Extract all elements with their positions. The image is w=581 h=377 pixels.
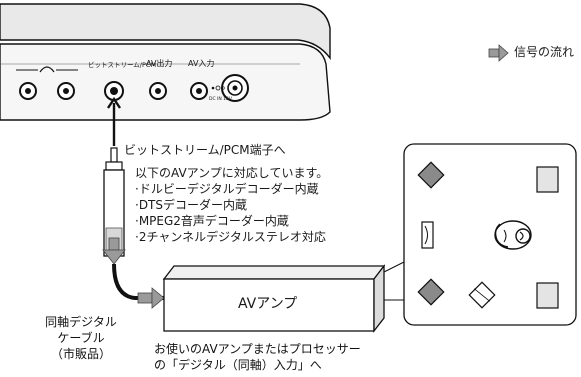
dc-polarity-icon	[211, 85, 225, 91]
dc-in-label: DC IN 12V	[209, 97, 232, 102]
cable-label: 同軸デジタル ケーブル （市販品）	[33, 314, 129, 362]
listener-icon	[494, 220, 532, 250]
support-item: ·DTSデコーダー内蔵	[135, 198, 248, 212]
cable-label-line: 同軸デジタル	[45, 315, 117, 329]
front-right-speaker	[536, 166, 559, 193]
front-left-speaker	[417, 161, 445, 189]
support-item: ·MPEG2音声デコーダー内蔵	[135, 214, 289, 228]
support-text: 以下のAVアンプに対応しています。 ·ドルビーデジタルデコーダー内蔵 ·DTSデ…	[135, 165, 328, 245]
bitstream-pcm-jack	[104, 81, 124, 101]
note-line: の「デジタル（同軸）入力」へ	[154, 358, 322, 372]
rear-right-speaker	[536, 282, 559, 309]
rear-left-speaker	[417, 278, 445, 306]
signal-arrow-down-icon	[102, 237, 126, 265]
av-in-jack	[190, 82, 208, 100]
legend-label: 信号の流れ	[514, 45, 575, 59]
headphone-icon	[16, 66, 78, 73]
support-item: ·2チャンネルデジタルステレオ対応	[135, 230, 326, 244]
note-line: お使いのAVアンプまたはプロセッサー	[154, 342, 361, 356]
coaxial-cable	[112, 263, 180, 300]
speaker-layout-room	[403, 143, 577, 326]
cable-label-line: ケーブル	[57, 331, 105, 345]
av-amplifier	[162, 264, 386, 333]
headphone-jack	[19, 82, 37, 100]
bitstream-pcm-label: ビットストリーム/PCM	[88, 61, 157, 69]
signal-flow-arrow-icon	[488, 44, 509, 62]
support-heading: 以下のAVアンプに対応しています。	[135, 166, 329, 180]
amp-input-note: お使いのAVアンプまたはプロセッサー の「デジタル（同軸）入力」へ	[154, 341, 361, 373]
av-out-jack	[149, 82, 167, 100]
signal-arrow-right-icon	[137, 287, 165, 309]
av-in-label: AV入力	[188, 59, 215, 68]
dc-in-jack	[221, 74, 249, 102]
signal-arrow-up	[107, 96, 121, 146]
support-item: ·ドルビーデジタルデコーダー内蔵	[135, 182, 319, 196]
amp-label: AVアンプ	[238, 296, 298, 312]
av-out-label: AV出力	[146, 59, 173, 68]
headphone-jack	[57, 82, 75, 100]
cable-label-line: （市販品）	[50, 347, 111, 361]
dvd-player-body	[0, 3, 331, 121]
port-label: ビットストリーム/PCM端子へ	[124, 143, 286, 157]
